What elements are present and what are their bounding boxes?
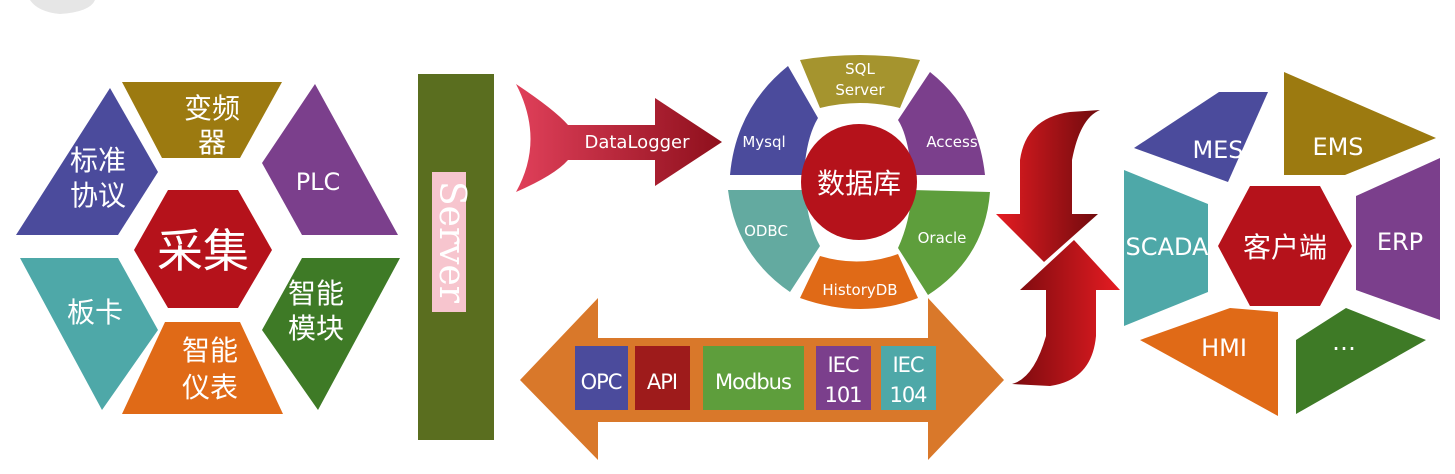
client-petal-right-label: ERP <box>1377 228 1423 256</box>
protocol-arrow: OPC API Modbus IEC 101 IEC 104 <box>520 298 1004 460</box>
protocol-box-iec101 <box>816 346 871 410</box>
datalogger-arrow: DataLogger <box>516 84 722 192</box>
cycle-arrow-down <box>996 110 1100 262</box>
client-petal-right <box>1356 158 1440 320</box>
collect-petal-lower-left-label: 板卡 <box>67 296 123 329</box>
protocol-label-opc: OPC <box>581 370 622 394</box>
client-petal-lower-left-label: HMI <box>1201 334 1247 362</box>
protocol-label-iec104-line1: IEC <box>892 353 923 377</box>
protocol-label-iec101-line1: IEC <box>827 353 858 377</box>
protocol-box-opc <box>575 346 628 410</box>
collect-petal-top-label-1: 变频 <box>184 92 240 125</box>
client-petal-lower-right-label: … <box>1332 328 1356 356</box>
client-petal-lower-left <box>1140 308 1278 416</box>
database-segment-bottom-label: HistoryDB <box>822 281 897 299</box>
database-segment-upper-left <box>730 66 818 175</box>
collect-petal-top-label-2: 器 <box>198 126 226 159</box>
client-petal-left <box>1124 170 1208 326</box>
collect-petal-top <box>122 82 282 158</box>
collect-center-hexagon <box>134 190 272 308</box>
protocol-label-iec101-line2: 101 <box>824 383 861 407</box>
server-label-background <box>432 172 466 312</box>
database-segment-bottom <box>800 254 918 309</box>
database-segment-upper-left-label: Mysql <box>742 133 785 151</box>
collect-petal-bottom <box>122 322 283 414</box>
client-petal-upper-left-label: MES <box>1192 136 1243 164</box>
database-segment-top-label-2: Server <box>835 81 885 99</box>
collect-petal-upper-left-label-1: 标准 <box>70 144 126 177</box>
client-petal-left-label: SCADA <box>1126 233 1209 261</box>
cycle-arrow-up <box>1012 240 1120 386</box>
protocol-box-iec104 <box>881 346 936 410</box>
database-center-label: 数据库 <box>817 167 901 200</box>
client-petal-upper-left <box>1134 92 1268 182</box>
protocol-label-api: API <box>647 370 677 394</box>
collect-petal-upper-left-label-2: 协议 <box>70 179 126 212</box>
database-ring: SQL Server Access Oracle HistoryDB ODBC … <box>728 55 990 309</box>
client-center-hexagon <box>1218 186 1352 306</box>
protocol-box-api <box>635 346 690 410</box>
datalogger-label: DataLogger <box>584 132 690 153</box>
collect-petal-upper-right <box>262 84 398 235</box>
corner-decoration <box>30 0 95 14</box>
database-segment-top-label-1: SQL <box>845 60 875 78</box>
protocol-box-modbus <box>703 346 804 410</box>
collect-petal-lower-right-label-2: 模块 <box>288 312 344 345</box>
client-petal-upper-right-label: EMS <box>1312 133 1363 161</box>
collect-center-label: 采集 <box>157 224 249 278</box>
collect-petal-lower-right-label-1: 智能 <box>288 277 344 310</box>
collect-petal-bottom-label-1: 智能 <box>182 334 238 367</box>
protocol-label-iec104-line2: 104 <box>889 383 927 407</box>
collect-petal-bottom-label-2: 仪表 <box>182 371 238 404</box>
client-petal-lower-right <box>1296 308 1426 414</box>
database-segment-lower-left <box>728 190 820 292</box>
collect-petal-upper-left <box>16 88 158 235</box>
client-cluster: MES EMS ERP … HMI SCADA 客户端 <box>1124 72 1440 416</box>
database-center-circle <box>801 124 917 240</box>
collect-petal-upper-right-label: PLC <box>296 168 341 196</box>
protocol-label-modbus: Modbus <box>715 370 791 394</box>
database-segment-lower-right <box>898 190 990 295</box>
database-segment-lower-right-label: Oracle <box>918 229 967 247</box>
database-segment-lower-left-label: ODBC <box>744 222 788 240</box>
client-center-label: 客户端 <box>1243 231 1327 264</box>
server-label: Server <box>431 181 472 304</box>
database-segment-top <box>800 55 920 108</box>
server-block: Server <box>418 74 494 440</box>
database-segment-upper-right <box>898 72 985 175</box>
collect-cluster: 变频 器 PLC 智能 模块 智能 仪表 板卡 标准 协议 采集 <box>16 82 400 414</box>
datalogger-arrow-shape <box>516 84 722 192</box>
cycle-arrows <box>996 110 1120 386</box>
database-segment-upper-right-label: Access <box>926 133 978 151</box>
collect-petal-lower-right <box>262 258 400 410</box>
client-petal-upper-right <box>1284 72 1436 175</box>
collect-petal-lower-left <box>20 258 158 410</box>
